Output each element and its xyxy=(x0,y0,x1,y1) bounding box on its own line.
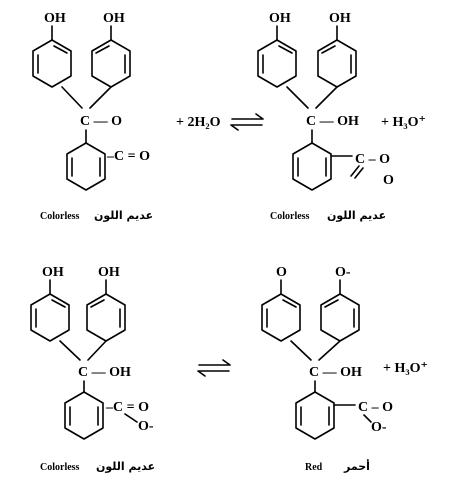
equilibrium-arrows-icon xyxy=(230,113,264,131)
molecule-colorless-carboxylate: OH OH C — OH –C = O O- Colorless عديم ال… xyxy=(30,265,155,473)
molecule-red-quinoid: O O- C — OH C – O O- Red أحمر xyxy=(261,265,393,473)
phenol-ring xyxy=(86,293,126,342)
carboxylate-oxygen-label: O- xyxy=(371,420,387,435)
phenol-ring xyxy=(32,39,72,88)
red-caption: Red xyxy=(305,462,323,473)
central-carbon-label: C — O xyxy=(80,114,122,129)
central-carbon-label: C — OH xyxy=(306,114,359,129)
carbonyl-oxygen-label: O xyxy=(383,173,394,188)
water-reagent-label: + 2H₂O xyxy=(176,115,221,130)
colorless-caption-arabic: عديم اللون xyxy=(327,209,386,222)
hydronium-product-label: + H₃O⁺ xyxy=(383,361,428,376)
colorless-caption: Colorless xyxy=(270,211,310,222)
benzene-ring xyxy=(295,391,335,440)
carboxylate-label: –C = O xyxy=(105,400,149,415)
phenol-ring xyxy=(91,39,131,88)
carboxylate-label: C – O xyxy=(358,400,393,415)
molecule-colorless-lactone: OH OH C — O –C = O Colorless عديم اللون xyxy=(32,11,153,222)
phenol-ring xyxy=(257,39,297,88)
hydroxyl-label: OH xyxy=(42,265,64,280)
hydronium-product-label: + H₃O⁺ xyxy=(381,115,426,130)
hydroxyl-label: OH xyxy=(103,11,125,26)
oxygen-label: O xyxy=(276,265,287,280)
benzene-ring xyxy=(64,391,104,440)
molecule-colorless-carboxylic-acid: OH OH C — OH C – O O Colorless عديم اللو… xyxy=(257,11,394,222)
equilibrium-arrows-icon xyxy=(197,359,231,377)
phenol-ring xyxy=(317,39,357,88)
colorless-caption: Colorless xyxy=(40,462,80,473)
phenolate-label: O- xyxy=(335,265,351,280)
carboxylate-oxygen-label: O- xyxy=(138,419,154,434)
central-carbon-label: C — OH xyxy=(309,365,362,380)
carboxyl-label: C – O xyxy=(355,152,390,167)
colorless-caption: Colorless xyxy=(40,211,80,222)
central-carbon-label: C — OH xyxy=(78,365,131,380)
hydroxyl-label: OH xyxy=(269,11,291,26)
hydroxyl-label: OH xyxy=(329,11,351,26)
colorless-caption-arabic: عديم اللون xyxy=(96,460,155,473)
phenol-ring xyxy=(320,293,360,342)
carbonyl-label: –C = O xyxy=(106,149,150,164)
colorless-caption-arabic: عديم اللون xyxy=(94,209,153,222)
phenol-ring xyxy=(261,293,301,342)
benzene-ring xyxy=(66,142,106,191)
hydroxyl-label: OH xyxy=(98,265,120,280)
hydroxyl-label: OH xyxy=(44,11,66,26)
phenol-ring xyxy=(30,293,70,342)
red-caption-arabic: أحمر xyxy=(343,459,370,473)
benzene-ring xyxy=(292,142,332,191)
